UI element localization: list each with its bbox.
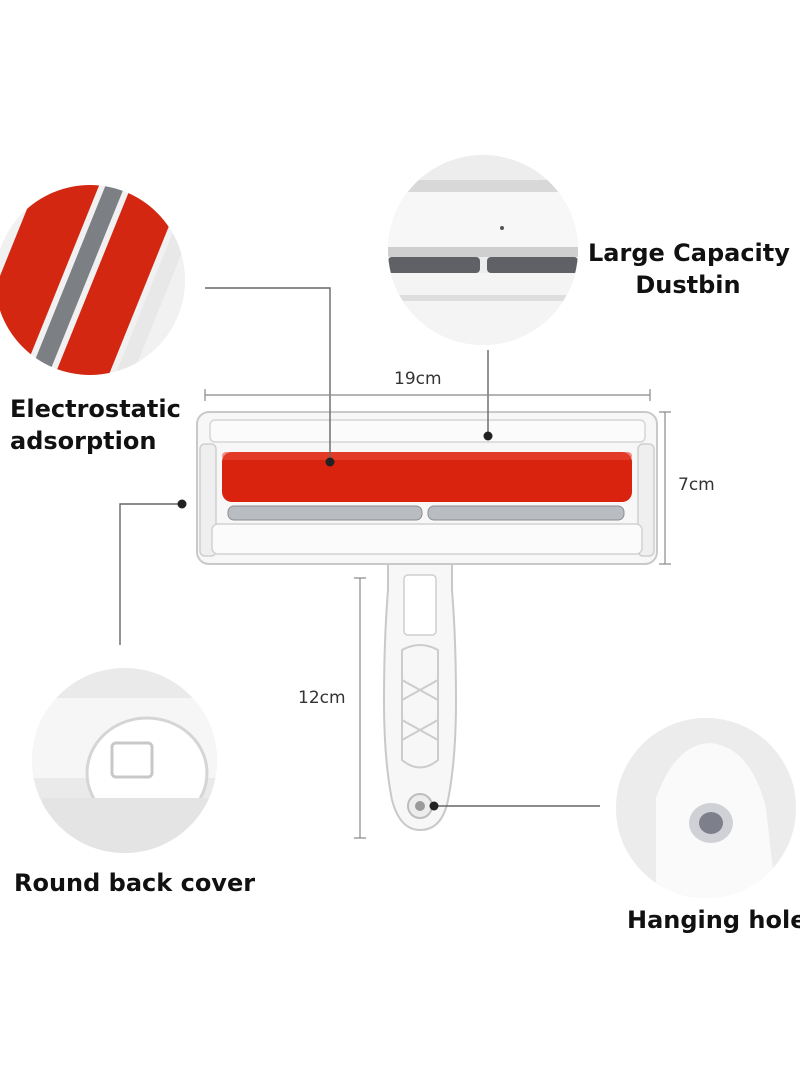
back-cover-closeup	[32, 668, 217, 853]
hanging-hole-label: Hanging hole	[627, 906, 800, 934]
width-dimension-label: 19cm	[394, 369, 442, 389]
red-roller	[222, 452, 632, 502]
dustbin-label: Large Capacity Dustbin	[588, 239, 790, 299]
dustbin-closeup	[388, 155, 578, 345]
electrostatic-label: Electrostatic adsorption	[10, 395, 181, 455]
back-cover-label: Round back cover	[14, 869, 256, 897]
height-dimension-label: 7cm	[678, 475, 715, 495]
handle-dimension-label: 12cm	[298, 688, 346, 708]
red-fabric-closeup	[0, 185, 185, 375]
hanging-hole-closeup	[616, 718, 796, 898]
